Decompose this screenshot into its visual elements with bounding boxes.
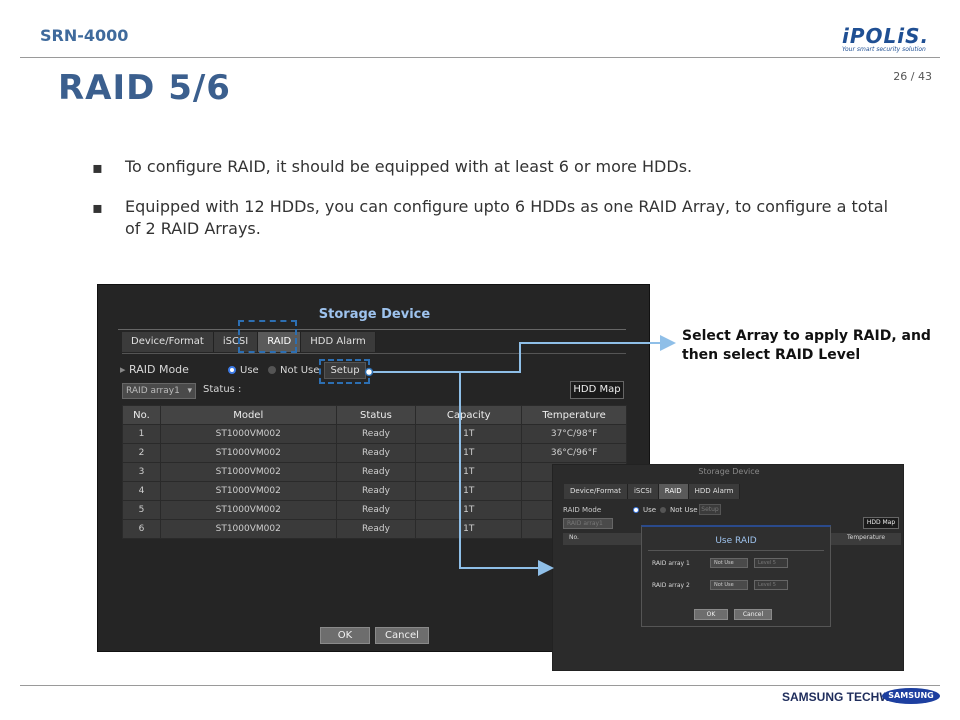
- dialog-title: Storage Device: [318, 307, 431, 322]
- cell-no: 5: [122, 500, 161, 520]
- cell-temperature: 37°C/98°F: [521, 424, 627, 444]
- radio-not-use-indicator: [660, 507, 666, 513]
- bullet-text-2: Equipped with 12 HDDs, you can configure…: [125, 197, 889, 238]
- arrow-to-popup: [459, 372, 554, 576]
- bullet-icon: ▪: [92, 158, 103, 177]
- raid-array-1-select[interactable]: Not Use: [710, 558, 748, 568]
- popup-ok-button[interactable]: OK: [694, 609, 728, 620]
- popup-cancel-button[interactable]: Cancel: [734, 609, 772, 620]
- popup-title: Use RAID: [715, 536, 757, 546]
- column-header-model: Model: [159, 405, 337, 425]
- use-raid-popup: Use RAID RAID array 1 Not Use Level 5 RA…: [641, 525, 831, 627]
- cell-model: ST1000VM002: [159, 462, 337, 482]
- status-label: Status :: [203, 384, 242, 395]
- bullet-text-1: To configure RAID, it should be equipped…: [125, 157, 693, 176]
- arrow-to-callout: [372, 335, 676, 373]
- tab-divider: [122, 353, 626, 354]
- cell-capacity: 1T: [415, 443, 523, 463]
- raid-array-1-label: RAID array 1: [652, 560, 690, 567]
- raid-array-select-2[interactable]: RAID array1: [563, 518, 613, 529]
- popup-divider: [648, 550, 824, 551]
- tab-hdd-alarm[interactable]: HDD Alarm: [688, 484, 741, 499]
- tab-iscsi[interactable]: iSCSI: [213, 332, 259, 352]
- hdd-map-button-2[interactable]: HDD Map: [863, 517, 899, 529]
- radio-use[interactable]: Use: [228, 365, 259, 376]
- raid-array-2-level-select[interactable]: Level 5: [754, 580, 788, 590]
- storage-device-dialog: Storage Device Device/Format iSCSI RAID …: [97, 284, 650, 652]
- raid-array-2-select[interactable]: Not Use: [710, 580, 748, 590]
- samsung-oval-text: SAMSUNG: [888, 691, 934, 700]
- column-header-no: No.: [122, 405, 161, 425]
- bullet-icon: ▪: [92, 198, 103, 217]
- raid-array-2-label: RAID array 2: [652, 582, 690, 589]
- tab-device-format[interactable]: Device/Format: [564, 484, 628, 499]
- hdd-map-button[interactable]: HDD Map: [570, 381, 624, 399]
- setup-button-2[interactable]: Setup: [699, 504, 721, 515]
- raid-array-1-level-select[interactable]: Level 5: [754, 558, 788, 568]
- cell-status: Ready: [335, 481, 417, 501]
- arrow-origin-dot: [364, 367, 374, 377]
- logo-tagline: Your smart security solution: [842, 46, 926, 53]
- column-header-no: No.: [569, 534, 579, 541]
- chevron-down-icon: ▾: [187, 386, 192, 396]
- tab-raid[interactable]: RAID: [258, 332, 302, 352]
- cancel-button[interactable]: Cancel: [375, 627, 429, 644]
- ok-button[interactable]: OK: [320, 627, 370, 644]
- radio-use-indicator: [633, 507, 639, 513]
- radio-not-use-indicator: [268, 366, 276, 374]
- cell-status: Ready: [335, 500, 417, 520]
- tab-raid[interactable]: RAID: [658, 484, 689, 499]
- radio-not-use[interactable]: Not Use: [268, 365, 319, 376]
- samsung-techwin-logo: SAMSUNG TECHWIN: [782, 690, 903, 704]
- title-divider: [118, 329, 626, 330]
- logo-text: iPOLiS.: [842, 24, 930, 48]
- raid-tab-highlight: [238, 320, 297, 353]
- footer-divider: [20, 685, 940, 686]
- cell-temperature: 36°C/96°F: [521, 443, 627, 463]
- slide-title: RAID 5/6: [58, 68, 231, 108]
- tab-hdd-alarm[interactable]: HDD Alarm: [301, 332, 376, 352]
- table-header-row: No. Model Status Capacity Temperature: [122, 405, 627, 425]
- dialog2-title: Storage Device: [698, 467, 760, 476]
- raid-array-select[interactable]: RAID array1▾: [122, 383, 196, 399]
- product-name: SRN-4000: [40, 26, 129, 45]
- cell-status: Ready: [335, 462, 417, 482]
- cell-model: ST1000VM002: [159, 519, 337, 539]
- column-header-temperature: Temperature: [847, 534, 886, 541]
- cell-model: ST1000VM002: [159, 424, 337, 444]
- cell-status: Ready: [335, 519, 417, 539]
- callout-text: Select Array to apply RAID, and then sel…: [682, 328, 931, 363]
- radio-use-indicator: [228, 366, 236, 374]
- tab-bar-2: Device/Format iSCSI RAID HDD Alarm: [564, 484, 741, 499]
- header-divider: [20, 57, 940, 58]
- ipolis-logo: iPOLiS. Your smart security solution: [842, 26, 932, 53]
- setup-button[interactable]: Setup: [324, 362, 366, 379]
- cell-no: 1: [122, 424, 161, 444]
- tab-bar: Device/Format iSCSI RAID HDD Alarm: [122, 332, 376, 352]
- radio-not-use-2[interactable]: Not Use: [660, 506, 698, 514]
- page-number: 26 / 43: [893, 70, 932, 83]
- cell-no: 6: [122, 519, 161, 539]
- radio-use-2[interactable]: Use: [633, 506, 656, 514]
- tab-device-format[interactable]: Device/Format: [122, 332, 214, 352]
- cell-capacity: 1T: [415, 519, 523, 539]
- tab-iscsi[interactable]: iSCSI: [627, 484, 659, 499]
- samsung-oval-logo: SAMSUNG: [882, 688, 940, 704]
- cell-capacity: 1T: [415, 481, 523, 501]
- use-raid-screenshot: Storage Device Device/Format iSCSI RAID …: [552, 464, 904, 671]
- raid-mode-label: ▸ RAID Mode: [120, 363, 189, 376]
- column-header-status: Status: [335, 405, 417, 425]
- table-row[interactable]: 1 ST1000VM002 Ready 1T 37°C/98°F: [122, 424, 627, 444]
- raid-mode-label-2: RAID Mode: [563, 506, 602, 514]
